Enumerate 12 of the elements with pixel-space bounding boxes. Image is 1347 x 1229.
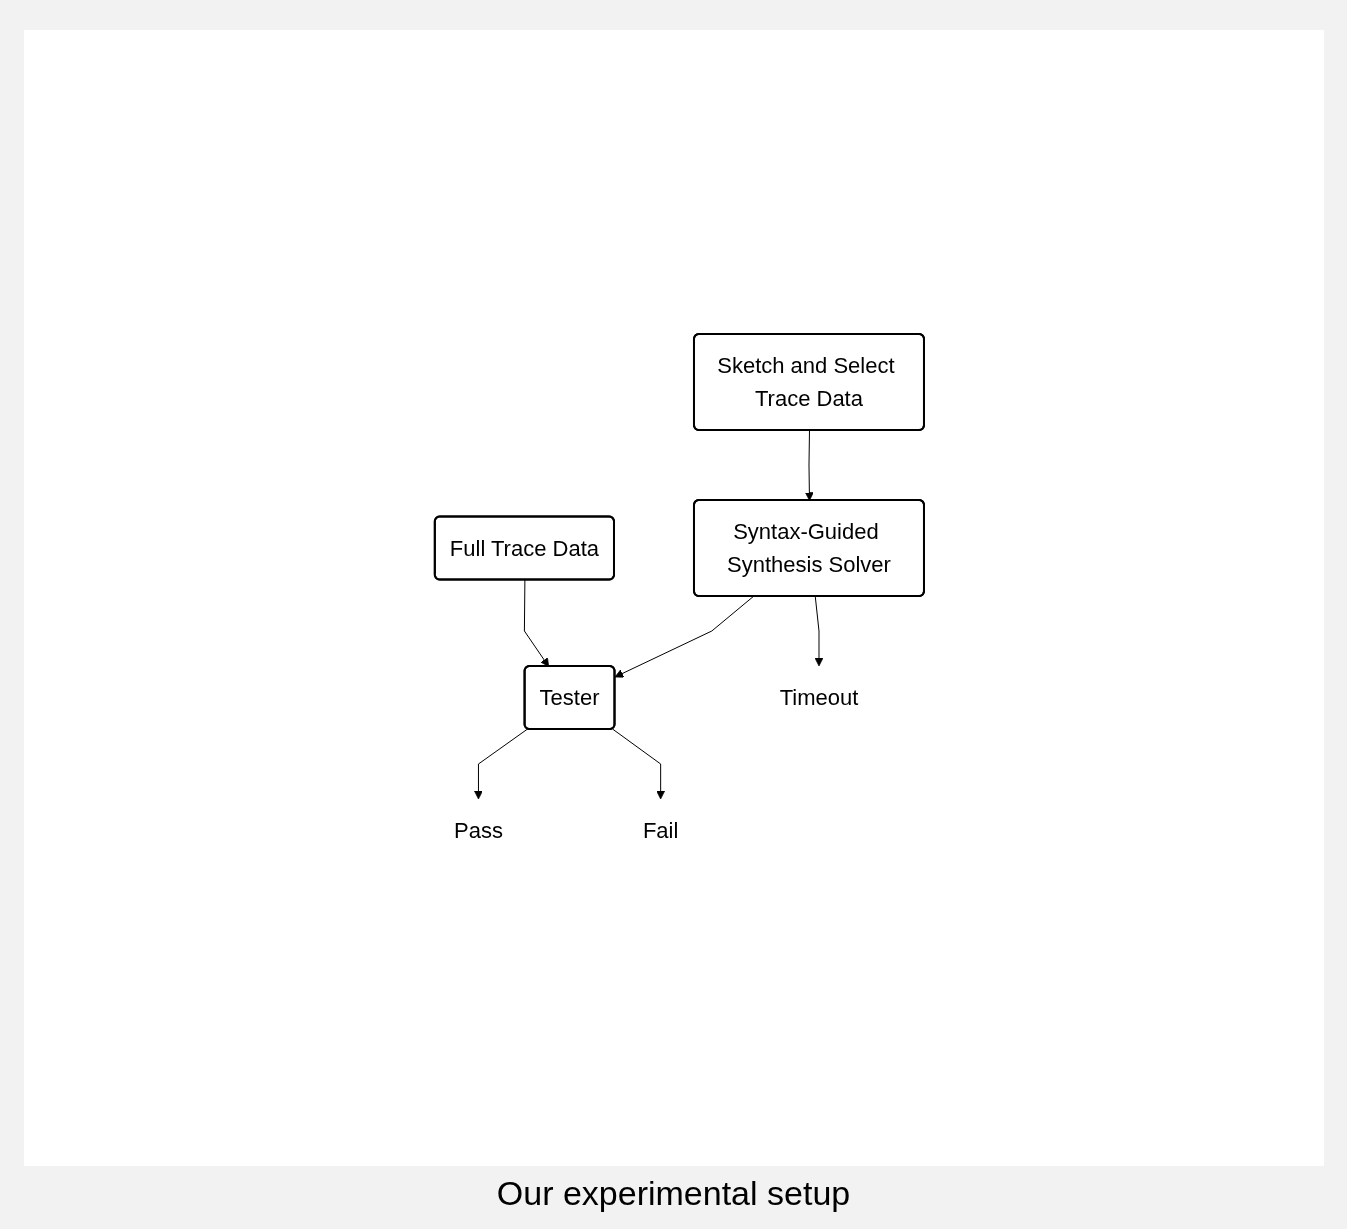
arrow: [804, 430, 814, 501]
arrow: [614, 596, 754, 678]
arrow: [523, 579, 549, 667]
node-text: Syntax-Guided Synthesis Solver: [726, 519, 891, 577]
arrow: [473, 728, 528, 800]
node-text: Pass: [453, 818, 503, 843]
arrow: [814, 596, 823, 667]
node-text: Fail: [642, 818, 678, 843]
node-text: Timeout: [779, 685, 858, 710]
caption: Our experimental setup: [496, 1173, 851, 1214]
node-text: Sketch and Select Trace Data: [716, 353, 895, 411]
arrow: [611, 728, 665, 800]
